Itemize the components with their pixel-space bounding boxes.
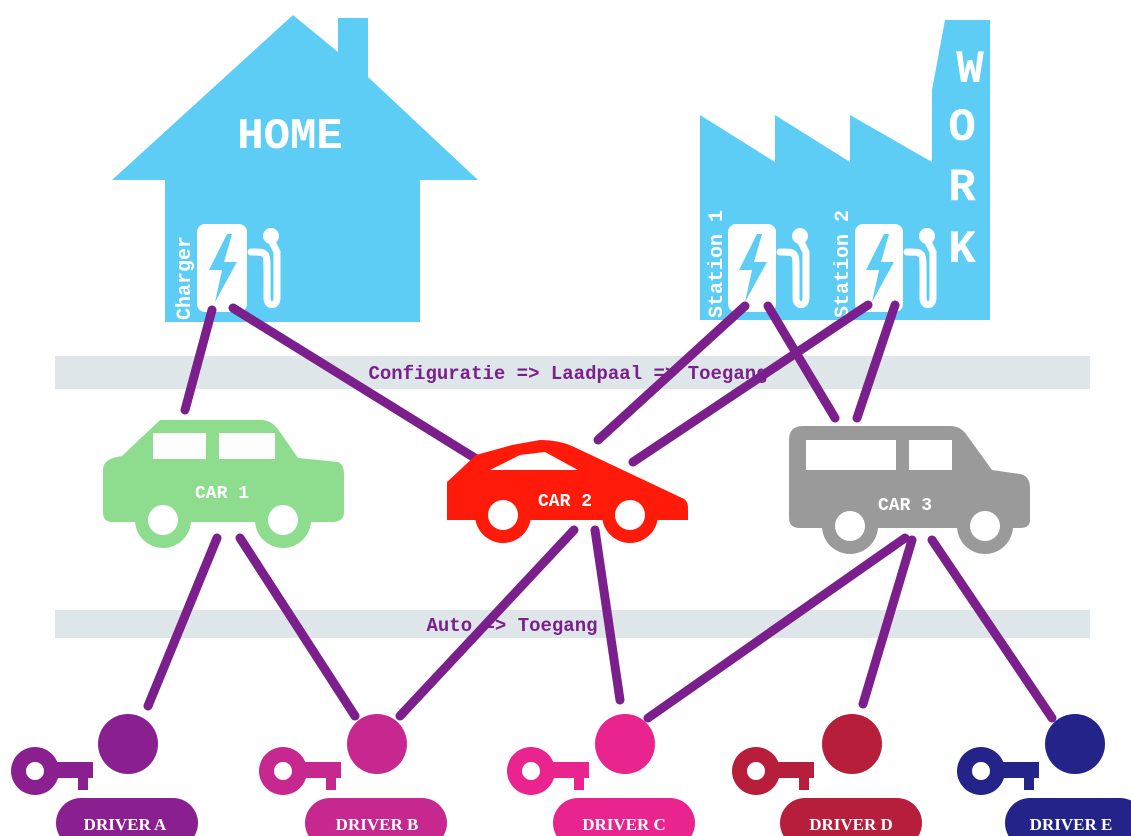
driver-avatar [1045,714,1105,774]
link-station2-car3 [852,300,900,423]
link-home-car2 [228,303,483,465]
driver-badge [305,798,447,836]
work-letter-k: K [948,224,976,276]
link-station2-car2 [628,300,873,467]
driver-badge [56,798,198,836]
key-icon [507,747,589,795]
key-icon [11,747,93,795]
link-car1-driverB [235,533,360,721]
band-bottom-label: Auto => Toegang [426,615,597,637]
car-1-label: CAR 1 [195,484,249,504]
link-car1-driverA [143,533,222,711]
home-building: HOME Charger [112,15,478,322]
work-building: W O R K Station 1 Station 2 [700,20,990,320]
driver-avatar [595,714,655,774]
link-car2-driverB [395,525,579,721]
work-letter-o: O [948,102,976,154]
car-3-icon: CAR 3 [789,426,1030,554]
station-1-label: Station 1 [706,210,729,318]
home-charger-icon [197,224,281,312]
station-1-charger-icon [728,224,810,312]
driver-e: DRIVER E [957,714,1131,836]
driver-badge [780,798,922,836]
driver-avatar [98,714,158,774]
band-top-label: Configuratie => Laadpaal => Toegang [368,363,767,385]
link-car3-driverD [858,535,917,709]
driver-d-label: DRIVER D [809,815,893,834]
link-station1-car2 [593,301,750,445]
car-1-icon: CAR 1 [103,420,344,548]
key-icon [732,747,814,795]
home-charger-label: Charger [174,236,197,320]
driver-c-label: DRIVER C [582,815,666,834]
driver-a-label: DRIVER A [84,815,167,834]
station-2-label: Station 2 [832,210,855,318]
car-2-icon: CAR 2 [447,440,688,543]
link-car3-driverE [927,535,1057,723]
connection-lines [143,300,1057,723]
driver-badge [1005,798,1131,836]
driver-a: DRIVER A [11,714,198,836]
driver-badge [553,798,695,836]
key-icon [259,747,341,795]
driver-b-label: DRIVER B [336,815,419,834]
work-letter-w: W [956,44,984,96]
home-title: HOME [237,112,343,162]
link-station1-car3 [763,301,840,423]
band-bottom [55,610,1090,638]
station-2-charger-icon [855,224,937,312]
driver-avatar [822,714,882,774]
link-car2-driverC [590,525,625,705]
key-icon [957,747,1039,795]
car-2-label: CAR 2 [538,492,592,512]
band-top [55,356,1090,389]
link-car3-driverC [643,533,910,723]
link-home-car1 [180,305,217,415]
driver-e-label: DRIVER E [1030,815,1113,834]
driver-d: DRIVER D [732,714,922,836]
car-3-label: CAR 3 [878,496,932,516]
driver-avatar [347,714,407,774]
driver-b: DRIVER B [259,714,447,836]
work-letter-r: R [948,162,976,214]
driver-c: DRIVER C [507,714,695,836]
